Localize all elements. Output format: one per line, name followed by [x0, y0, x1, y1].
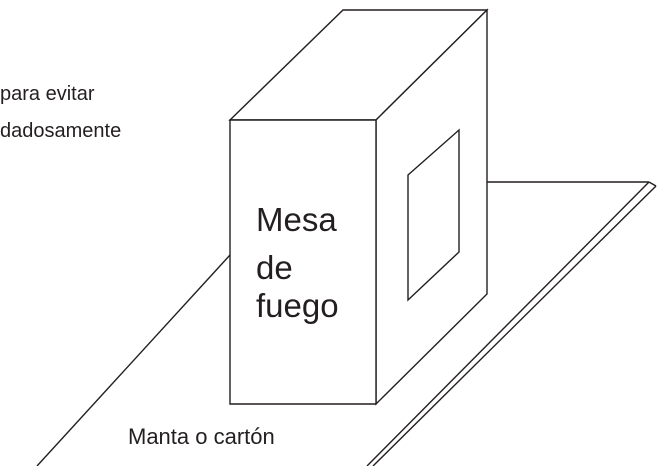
sheet-label: Manta o cartón [128, 424, 275, 449]
sheet-left-edge [36, 254, 231, 466]
intro-text-line-1: para evitar [0, 83, 95, 105]
box-label-line-3: fuego [256, 287, 339, 324]
box-front-face [229, 119, 377, 405]
box-label-line-1: Mesa [256, 201, 337, 238]
sheet-right-edge-outer [372, 185, 657, 466]
sheet-right-edge-inner [366, 181, 650, 466]
fire-table-box [228, 8, 489, 406]
blanket-sheet [36, 181, 657, 466]
box-side-window [407, 128, 460, 302]
intro-text-line-2: dadosamente [0, 120, 122, 142]
box-label-line-2: de [256, 249, 293, 286]
sheet-corner [648, 181, 657, 187]
